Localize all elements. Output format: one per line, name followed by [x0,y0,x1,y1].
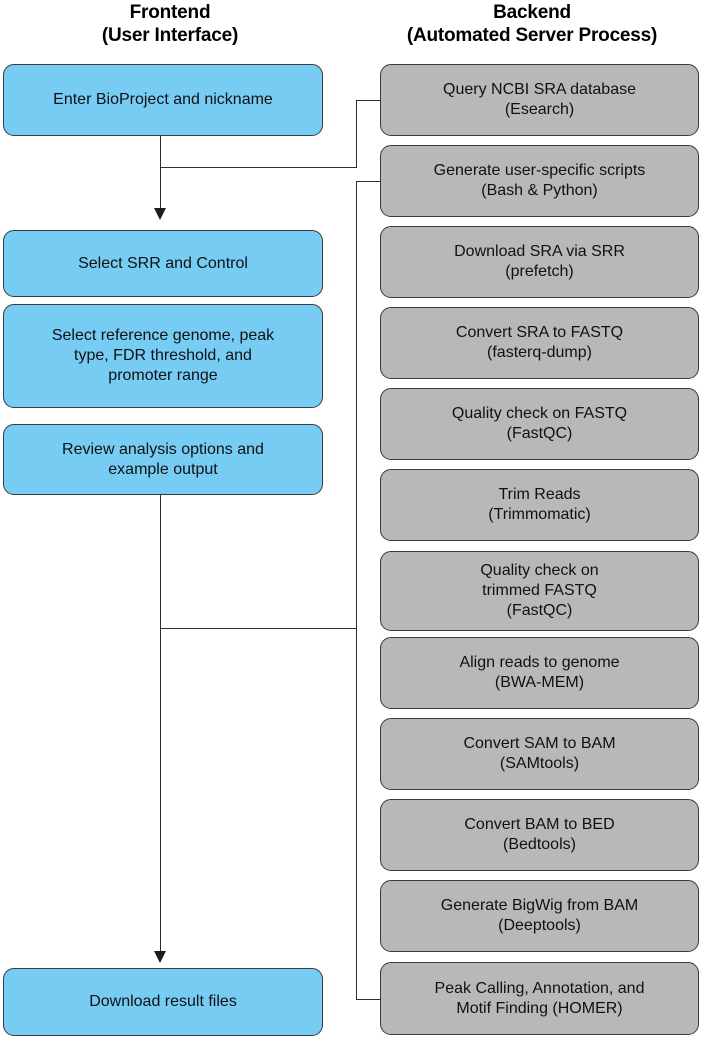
connector-to-peak-calling [356,999,381,1000]
backend-node-convert-sam-bam[interactable]: Convert SAM to BAM (SAMtools) [380,718,699,790]
frontend-node-enter-bioproject[interactable]: Enter BioProject and nickname [3,64,323,136]
connector-backend-bus-vertical [356,181,357,1000]
backend-node-peak-calling[interactable]: Peak Calling, Annotation, and Motif Find… [380,962,699,1035]
connector-to-query-ncbi-sra [356,100,381,101]
frontend-node-select-srr-control[interactable]: Select SRR and Control [3,230,323,297]
backend-node-trim-reads[interactable]: Trim Reads (Trimmomatic) [380,469,699,541]
backend-node-qc-fastq[interactable]: Quality check on FASTQ (FastQC) [380,388,699,460]
connector-frontend-spine-2 [160,495,161,954]
backend-node-query-ncbi-sra[interactable]: Query NCBI SRA database (Esearch) [380,64,699,136]
arrow-to-select-srr-control [154,208,166,220]
backend-node-convert-sra-fastq[interactable]: Convert SRA to FASTQ (fasterq-dump) [380,307,699,379]
connector-bus-top-vertical [356,100,357,168]
connector-bus-mid-horizontal [160,628,357,629]
backend-node-align-reads[interactable]: Align reads to genome (BWA-MEM) [380,637,699,709]
backend-node-generate-scripts[interactable]: Generate user-specific scripts (Bash & P… [380,145,699,217]
backend-node-qc-trimmed-fastq[interactable]: Quality check on trimmed FASTQ (FastQC) [380,551,699,631]
connector-to-generate-scripts [356,181,381,182]
frontend-node-review-options[interactable]: Review analysis options and example outp… [3,424,323,495]
frontend-node-select-reference-options[interactable]: Select reference genome, peak type, FDR … [3,304,323,408]
column-header-frontend: Frontend (User Interface) [101,2,239,46]
backend-node-generate-bigwig[interactable]: Generate BigWig from BAM (Deeptools) [380,880,699,952]
backend-node-convert-bam-bed[interactable]: Convert BAM to BED (Bedtools) [380,799,699,871]
frontend-node-download-results[interactable]: Download result files [3,968,323,1036]
column-header-backend: Backend (Automated Server Process) [406,2,658,46]
connector-frontend-spine-1 [160,136,161,211]
arrow-to-download-results [154,951,166,963]
connector-bus-top-horizontal [160,167,357,168]
backend-node-download-sra[interactable]: Download SRA via SRR (prefetch) [380,226,699,298]
